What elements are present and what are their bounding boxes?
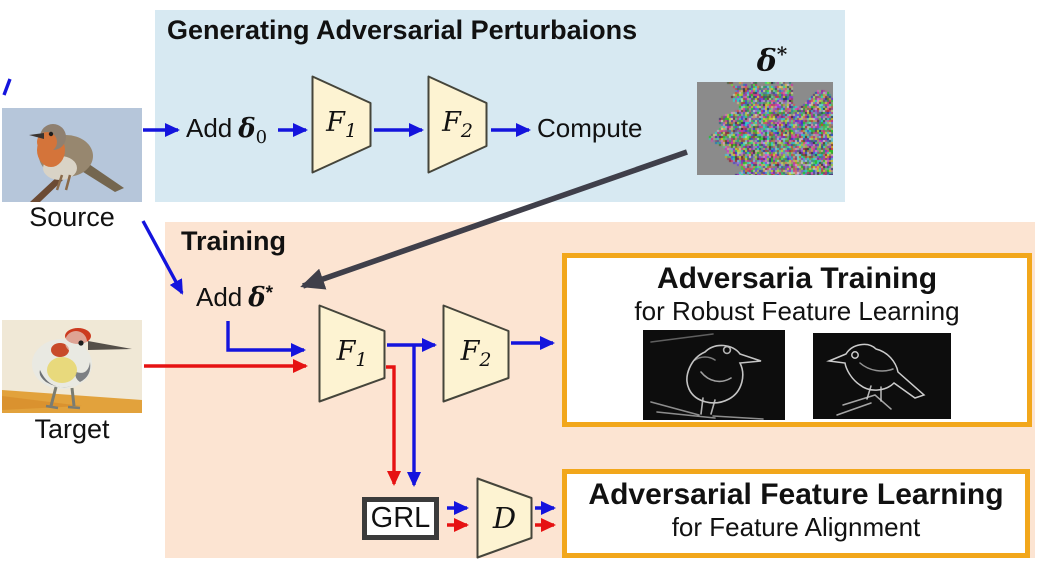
adversarial-training-box: Adversaria Training for Robust Feature L… — [562, 253, 1032, 427]
f2-label: F2 — [442, 107, 473, 142]
adversarial-feature-subtitle: for Feature Alignment — [671, 512, 921, 542]
adversarial-training-subtitle: for Robust Feature Learning — [634, 296, 960, 326]
compute-label: Compute — [537, 113, 643, 143]
generation-panel-title: Generating Adversarial Perturbaions — [167, 15, 638, 45]
adversarial-training-title: Adversaria Training — [656, 262, 938, 295]
trapezoid-shape — [318, 304, 386, 403]
f2-encoder-training: F2 — [442, 304, 510, 403]
edge-feature-image-source — [643, 330, 785, 420]
discriminator: D — [476, 477, 533, 559]
trapezoid-shape — [476, 477, 533, 559]
f2-encoder-generation: F2 — [427, 75, 488, 174]
training-panel-title: Training — [181, 226, 287, 256]
f2-label: F2 — [460, 336, 492, 371]
delta-star-label: δ* — [756, 42, 788, 79]
f1-label: F1 — [336, 336, 368, 371]
grl-box: GRL — [362, 497, 439, 540]
delta-star-noise-image — [697, 82, 833, 175]
edge-feature-row — [567, 330, 1027, 420]
discriminator-label: D — [492, 501, 517, 535]
f1-encoder-generation: F1 — [311, 75, 372, 174]
trapezoid-shape — [442, 304, 510, 403]
adversarial-feature-box: Adversarial Feature Learning for Feature… — [562, 469, 1030, 558]
target-image — [2, 320, 142, 413]
trapezoid-shape — [427, 75, 488, 174]
f1-encoder-training: F1 — [318, 304, 386, 403]
arrow-crop-stub — [2, 78, 12, 96]
trapezoid-shape — [311, 75, 372, 174]
edge-feature-image-target — [813, 333, 951, 419]
adversarial-feature-title: Adversarial Feature Learning — [588, 478, 1004, 511]
source-label: Source — [29, 202, 115, 232]
target-label: Target — [34, 414, 110, 444]
f1-label: F1 — [326, 107, 357, 142]
source-image — [2, 108, 142, 202]
